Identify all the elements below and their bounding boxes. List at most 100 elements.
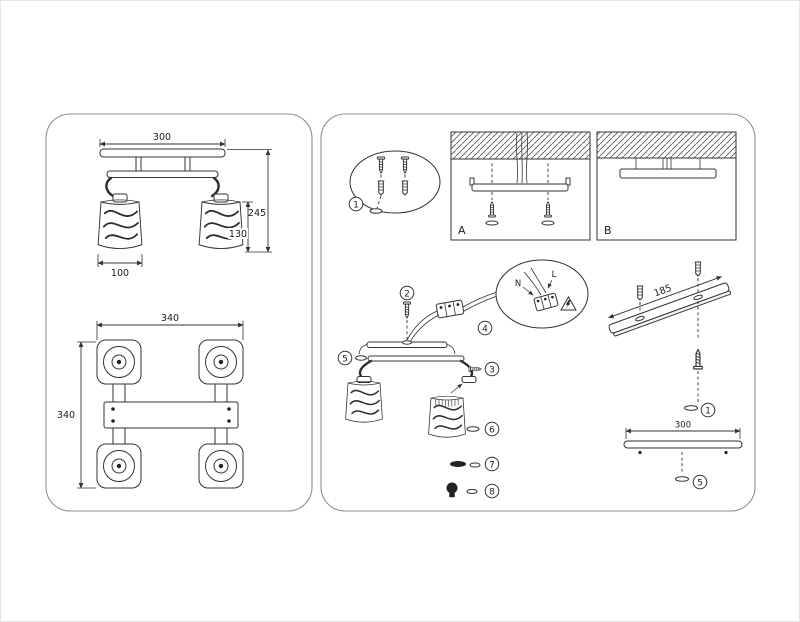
- cover-bar: [99, 148, 226, 158]
- wiring-detail-inset: N L: [495, 259, 589, 329]
- step-number: 6: [489, 425, 495, 435]
- alignment-guide: [376, 195, 382, 209]
- stem: [184, 156, 191, 172]
- step-number: 2: [404, 289, 410, 299]
- warning-lightning-icon: [565, 300, 572, 309]
- cover-bar: [623, 440, 743, 449]
- shade-top-view: [96, 339, 142, 385]
- fixture-arm-bar: [367, 355, 465, 362]
- hole-marker: [675, 476, 689, 482]
- dim-overall-width: 300: [99, 132, 226, 147]
- bracket-hole: [693, 294, 703, 301]
- step-number: 5: [342, 354, 348, 364]
- hole-marker: [466, 426, 480, 432]
- step-1-marker: 1: [348, 196, 364, 212]
- step-number: 8: [489, 487, 495, 497]
- step-5-marker: 5: [337, 350, 353, 366]
- pointer-arrow: [522, 286, 534, 296]
- plate-hole: [227, 407, 231, 411]
- step-number: 4: [482, 324, 488, 334]
- overall-width-label: 300: [153, 132, 171, 143]
- step-number: 5: [697, 478, 703, 488]
- ceiling-wires: [662, 158, 672, 169]
- shade-top-view: [198, 339, 244, 385]
- shade-holder: [112, 193, 128, 203]
- step-7-marker: 7: [484, 456, 500, 472]
- step-number: 1: [353, 200, 359, 210]
- bracket-detail: 185 1: [608, 261, 732, 418]
- step-8-marker: 8: [484, 483, 500, 499]
- hardware-inset: 1: [348, 150, 441, 214]
- dim-shade-width: 100: [97, 254, 143, 279]
- ceiling-wires: [516, 132, 528, 184]
- insert-arrow: [450, 383, 463, 394]
- shade-height-label: 130: [229, 229, 247, 240]
- wire-path: [406, 310, 440, 343]
- shade-holder: [461, 376, 477, 383]
- pointer-arrow: [547, 279, 553, 289]
- section-b-label: B: [604, 224, 612, 237]
- dimensions-panel: 300 245 130: [45, 113, 313, 512]
- section-a-label: A: [458, 224, 466, 237]
- arm-bar: [106, 170, 219, 178]
- stem: [135, 156, 142, 172]
- neutral-wire-label: N: [515, 279, 521, 289]
- wall-plug-icon: [636, 285, 644, 301]
- top-width-label: 340: [161, 313, 179, 324]
- lamp-shade: [97, 198, 143, 250]
- step-number: 7: [489, 460, 495, 470]
- terminal-block: [435, 299, 465, 319]
- plate-hole: [111, 407, 115, 411]
- plate-hole: [227, 419, 231, 423]
- ceiling-hatch: [596, 131, 737, 159]
- dim-shade-height: 130: [228, 201, 253, 253]
- dim-top-width: 340: [96, 313, 244, 340]
- step-5-marker: 5: [692, 474, 708, 490]
- exploded-assembly: 2 4: [337, 259, 589, 499]
- thread-band: [435, 399, 459, 407]
- assembly-panel: 1 A B: [320, 113, 756, 512]
- top-view: 340 340: [55, 313, 244, 489]
- hole-marker: [355, 355, 367, 361]
- wall-plug-icon: [694, 261, 702, 277]
- shade-top-view: [198, 443, 244, 489]
- retaining-ring-icon: [450, 461, 466, 467]
- mounting-plate: [103, 401, 239, 429]
- hole-marker: [466, 489, 478, 494]
- bulb-icon: [446, 482, 458, 498]
- wire-path: [462, 291, 498, 312]
- mounting-bracket: [471, 183, 569, 192]
- overall-height-label: 245: [248, 208, 266, 219]
- step-number: 1: [705, 406, 711, 416]
- bracket-hole: [635, 315, 645, 322]
- terminal-block: [533, 292, 559, 312]
- lamp-shade: [344, 380, 384, 423]
- live-wire-label: L: [552, 270, 557, 280]
- mounting-bracket-angled: 185: [608, 276, 732, 337]
- hole-marker: [469, 462, 481, 468]
- bar-hole: [724, 450, 728, 455]
- step-1-marker: 1: [700, 402, 716, 418]
- hole-marker: [485, 220, 499, 226]
- wall-plug-icon: [401, 180, 409, 196]
- canopy-screw-shafts: [635, 158, 701, 169]
- plate-hole: [111, 419, 115, 423]
- top-depth-label: 340: [57, 410, 75, 421]
- canopy-plate: [619, 168, 717, 179]
- step-6-marker: 6: [484, 421, 500, 437]
- bar-hole: [638, 450, 642, 455]
- alignment-guide: [380, 174, 406, 180]
- lamp-shade: [198, 198, 244, 250]
- shade-top-view: [96, 443, 142, 489]
- shade-width-label: 100: [111, 268, 129, 279]
- cover-bar-length-label: 300: [675, 421, 691, 431]
- lamp-arm: [105, 176, 115, 198]
- cover-bar-detail: 300 5: [623, 421, 743, 490]
- front-view: 300 245 130: [97, 132, 272, 279]
- section-b: B: [596, 131, 737, 241]
- wall-plug-icon: [377, 180, 385, 196]
- hole-marker: [541, 220, 555, 226]
- step-4-marker: 4: [477, 320, 493, 336]
- ceiling-hatch: [450, 131, 591, 160]
